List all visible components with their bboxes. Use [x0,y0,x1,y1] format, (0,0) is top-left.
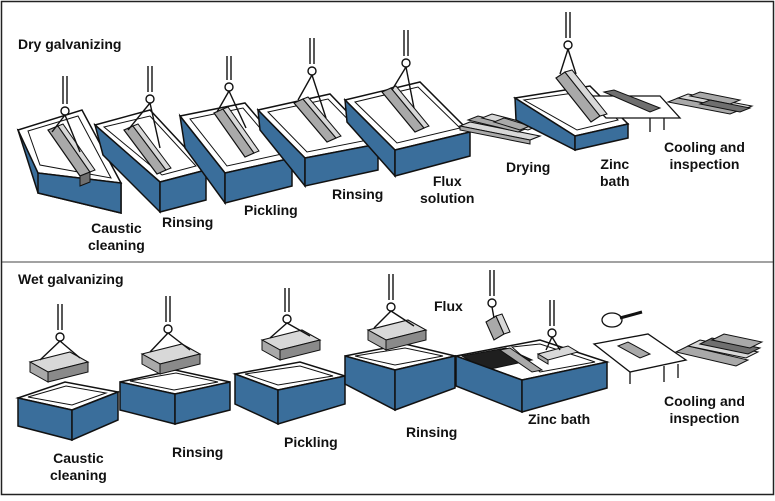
dry-steel-5 [381,85,430,133]
wet-tank-caustic [15,381,121,442]
wet-step-caustic: Caustic cleaning [50,450,107,483]
dry-steel-1 [47,123,96,187]
dry-steel-zinc [555,69,608,123]
wet-steel-2 [140,343,202,375]
wet-galvanizing-title: Wet galvanizing [18,271,124,287]
dry-hook-3 [216,56,247,129]
dry-hook-4 [297,38,327,119]
dry-galvanizing-title: Dry galvanizing [18,36,122,52]
wet-step-pickling: Pickling [284,434,338,450]
wet-tank-pickling [232,361,348,426]
wet-hook-2 [149,296,191,353]
wet-step-cooling: Cooling and inspection [664,393,745,426]
dry-step-caustic: Caustic cleaning [88,220,145,253]
wet-flux-steel [485,313,511,341]
wet-zinc-steel [536,345,580,365]
dry-hook-5 [391,30,415,109]
wet-tank-rinsing-2 [344,343,456,412]
dry-step-pickling: Pickling [244,202,298,218]
wet-hook-1 [39,304,81,361]
wet-table [592,333,688,384]
wet-skimmer [601,310,643,328]
wet-hook-4 [373,274,415,329]
wet-step-rinsing-2: Rinsing [406,424,458,440]
dry-step-drying: Drying [506,159,551,175]
dry-tank-zinc [512,85,682,152]
dry-step-flux: Flux solution [420,173,475,206]
wet-steel-3 [260,329,322,361]
dry-drying-stack [458,113,542,145]
dry-hook-2 [127,66,161,149]
dry-step-rinsing-1: Rinsing [162,214,214,230]
dry-hook-6 [559,12,577,75]
dry-step-zinc: Zinc bath [600,156,630,189]
wet-flux-label: Flux [434,298,463,314]
dry-steel-3 [213,106,260,158]
dry-step-cooling: Cooling and inspection [664,139,745,172]
wet-step-rinsing-1: Rinsing [172,444,224,460]
wet-steel-1 [28,351,90,383]
wet-hook-3 [269,288,311,339]
dry-steel-2 [123,123,172,175]
wet-hook-zinc [545,300,561,351]
dry-steel-4 [293,96,342,143]
dry-hook-1 [51,76,81,153]
wet-tank-rinsing-1 [119,369,231,425]
wet-step-zinc: Zinc bath [528,411,591,427]
dry-cooling-stack [666,91,754,115]
dry-step-rinsing-2: Rinsing [332,186,384,202]
wet-cooling-stack [674,333,764,367]
wet-hook-flux [487,270,497,319]
